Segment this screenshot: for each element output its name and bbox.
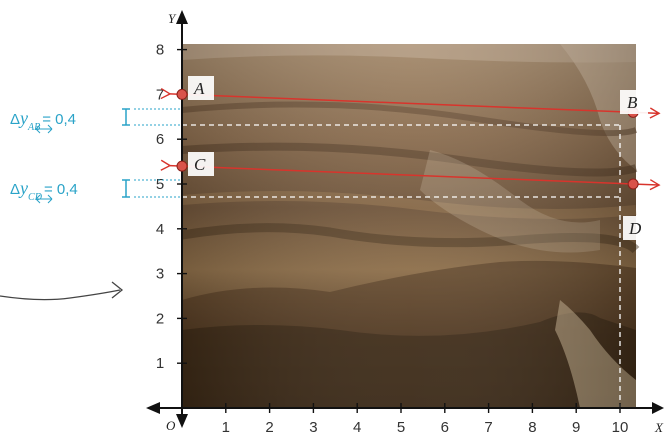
x-axis-label: X [654,420,664,435]
svg-text:ΔyAB= 0,4: ΔyAB= 0,4 [10,108,76,133]
delta-ab-overarrow-icon [35,124,53,134]
delta-ab-annotation: ΔyAB= 0,4 [10,108,182,134]
label-c-box: C [188,152,214,176]
x-tick-label: 1 [222,419,230,436]
delta-ab-sub: AB [27,122,40,133]
y-axis-label: Y [168,11,177,26]
x-tick-label: 3 [309,419,317,436]
delta-cd-sub: CD [28,192,43,203]
x-tick-label: 2 [265,419,273,436]
label-b: B [627,93,638,112]
label-a-box: A [188,76,214,100]
y-tick-label: 1 [156,355,164,372]
delta-cd-symbol: Δ [10,181,20,198]
y-tick-label: 5 [156,176,164,193]
y-axis-arrow-icon [176,10,188,24]
lines [160,87,661,191]
label-d-box: D [623,216,651,240]
line-cd [160,159,661,191]
point-a [176,88,188,100]
point-d [627,178,639,190]
x-tick-label: 7 [484,419,492,436]
x-axis-arrow-icon [652,402,664,414]
y-tick-label: 2 [156,310,164,327]
x-tick-label: 6 [441,419,449,436]
label-c: C [194,155,206,174]
y-tick-label: 3 [156,266,164,283]
line-ab [160,87,661,119]
x-tick-label: 5 [397,419,405,436]
label-b-box: B [620,90,648,114]
rock-photo [181,44,640,408]
label-d: D [628,219,642,238]
svg-text:ΔyCD= 0,4: ΔyCD= 0,4 [10,178,78,203]
y-ticks: 1 2 3 4 5 6 7 8 [156,42,187,372]
y-tick-label: 6 [156,131,164,148]
label-a: A [193,79,205,98]
delta-cd-annotation: ΔyCD= 0,4 [10,178,182,204]
delta-cd-var: y [18,178,28,198]
delta-cd-bracket [122,179,130,198]
delta-cd-overarrow-icon [35,194,53,204]
pointer-arrow-icon [0,281,124,301]
x-tick-label: 8 [528,419,536,436]
y-tick-label: 4 [156,221,164,238]
point-labels: A B C D [188,76,651,240]
delta-ab-symbol: Δ [10,111,20,128]
x-ticks: 1 2 3 4 5 6 7 8 9 10 [222,403,629,436]
point-c [176,160,188,172]
y-tick-label: 8 [156,42,164,59]
x-tick-label: 10 [612,419,629,436]
delta-cd-value: = 0,4 [44,181,78,198]
axes [150,20,660,418]
y-axis-down-arrow-icon [176,414,188,428]
delta-ab-var: y [18,108,28,128]
delta-ab-bracket [122,108,130,126]
x-axis-left-arrow-icon [146,402,160,414]
delta-ab-value: = 0,4 [42,111,76,128]
y-tick-label: 7 [156,86,164,103]
x-tick-label: 9 [572,419,580,436]
x-tick-label: 4 [353,419,361,436]
origin-label: O [166,418,176,433]
